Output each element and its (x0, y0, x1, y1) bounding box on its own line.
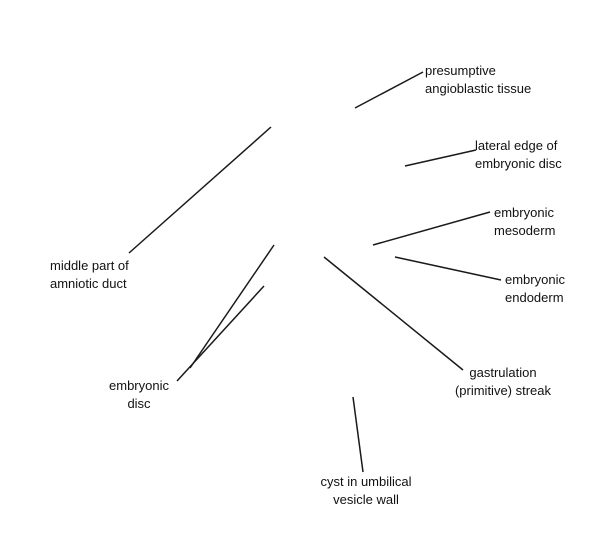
leader-line-lateral-edge-of-embryonic-disc (404, 149, 477, 167)
label-line: embryonic (494, 205, 554, 220)
label-middle-part-of-amniotic-duct: middle part of amniotic duct (50, 257, 129, 293)
label-line: embryonic (505, 272, 565, 287)
label-line: presumptive (425, 63, 496, 78)
leader-line-cyst-in-umbilical-vesicle-wall (352, 396, 364, 473)
label-line: (primitive) streak (454, 383, 552, 398)
leader-line-presumptive-angioblastic-tissue (354, 71, 424, 109)
leader-line-embryonic-mesoderm (372, 211, 491, 246)
label-line: cyst in umbilical (320, 474, 412, 489)
label-line: amniotic duct (50, 276, 127, 291)
label-gastrulation-streak: gastrulation (primitive) streak (448, 364, 558, 400)
label-line: endoderm (505, 290, 564, 305)
label-embryonic-endoderm: embryonic endoderm (505, 271, 565, 307)
label-line: disc (127, 396, 151, 411)
leader-line-embryonic-disc-a (189, 244, 275, 369)
label-line: embryonic (109, 378, 169, 393)
label-cyst-in-umbilical-vesicle-wall: cyst in umbilical vesicle wall (314, 473, 418, 509)
label-line: angioblastic tissue (425, 81, 532, 96)
label-line: middle part of (50, 258, 129, 273)
label-line: lateral edge of (475, 138, 558, 153)
label-embryonic-disc: embryonic disc (104, 377, 174, 413)
leader-line-gastrulation-streak (323, 256, 464, 371)
label-lateral-edge-of-embryonic-disc: lateral edge of embryonic disc (475, 137, 562, 173)
label-embryonic-mesoderm: embryonic mesoderm (494, 204, 555, 240)
leader-line-middle-part-of-amniotic-duct (128, 126, 272, 254)
label-presumptive-angioblastic-tissue: presumptive angioblastic tissue (425, 62, 531, 98)
label-line: mesoderm (494, 223, 556, 238)
label-line: embryonic disc (475, 156, 562, 171)
label-line: gastrulation (469, 365, 537, 380)
leader-line-embryonic-disc-b (176, 285, 265, 382)
label-line: vesicle wall (333, 492, 399, 507)
leader-line-embryonic-endoderm (394, 256, 502, 281)
